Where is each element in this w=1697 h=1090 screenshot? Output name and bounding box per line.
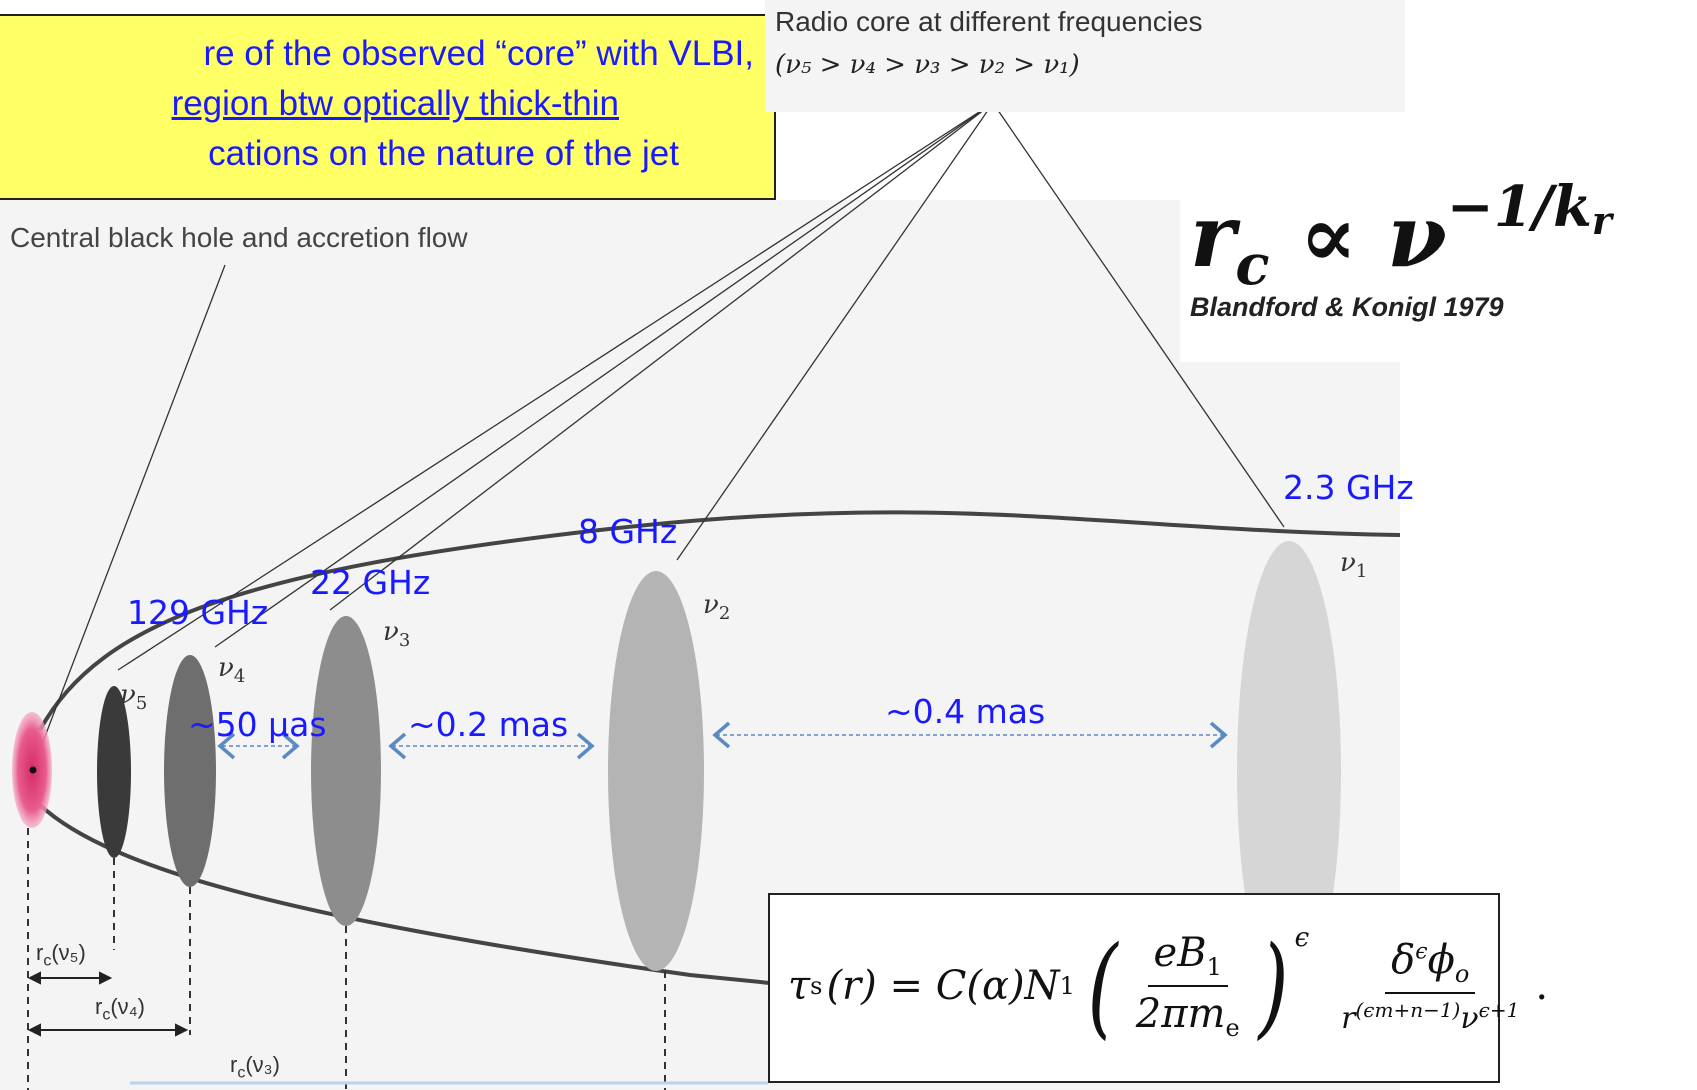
black-hole-label: Central black hole and accretion flow <box>10 222 468 254</box>
core-nu4 <box>164 655 216 887</box>
formula-expression: rc ∝ ν−1/kr <box>1190 162 1612 310</box>
freq-label-22ghz: 22 GHz <box>310 563 430 602</box>
separation-label-0-4mas: ~0.4 mas <box>885 692 1045 731</box>
radius-label-nu4: rc(ν₄) <box>95 994 145 1024</box>
core-label-nu5: ν5 <box>120 680 147 714</box>
radius-label-nu3: rc(ν₃) <box>230 1052 280 1082</box>
caption-title: Radio core at different frequencies <box>775 6 1203 38</box>
callout-box: re of the observed “core” with VLBI, reg… <box>0 14 776 200</box>
core-shift-formula: rc ∝ ν−1/kr Blandford & Konigl 1979 <box>1180 112 1697 362</box>
callout-line-2: region btw optically thick-thin <box>172 84 619 124</box>
radius-label-nu5: rc(ν₅) <box>36 940 86 970</box>
freq-label-8ghz: 8 GHz <box>578 512 677 551</box>
callout-line-3: cations on the nature of the jet <box>208 134 679 174</box>
caption-panel: Radio core at different frequencies (ν₅ … <box>765 0 1405 112</box>
core-nu2 <box>608 571 704 971</box>
core-nu3 <box>311 616 381 926</box>
freq-label-129ghz: 129 GHz <box>127 593 268 632</box>
core-label-nu3: ν3 <box>383 617 410 651</box>
freq-label-2-3ghz: 2.3 GHz <box>1283 468 1414 507</box>
core-label-nu1: ν1 <box>1340 548 1367 582</box>
separation-label-50uas: ~50 μas <box>188 705 327 744</box>
core-label-nu4: ν4 <box>218 653 245 687</box>
separation-label-0-2mas: ~0.2 mas <box>408 705 568 744</box>
callout-line-1: re of the observed “core” with VLBI, <box>203 34 754 74</box>
core-label-nu2: ν2 <box>703 590 730 624</box>
black-hole-dot <box>30 767 37 774</box>
caption-frequency-order: (ν₅ > ν₄ > ν₃ > ν₂ > ν₁) <box>775 50 1080 80</box>
formula-reference: Blandford & Konigl 1979 <box>1190 292 1504 323</box>
